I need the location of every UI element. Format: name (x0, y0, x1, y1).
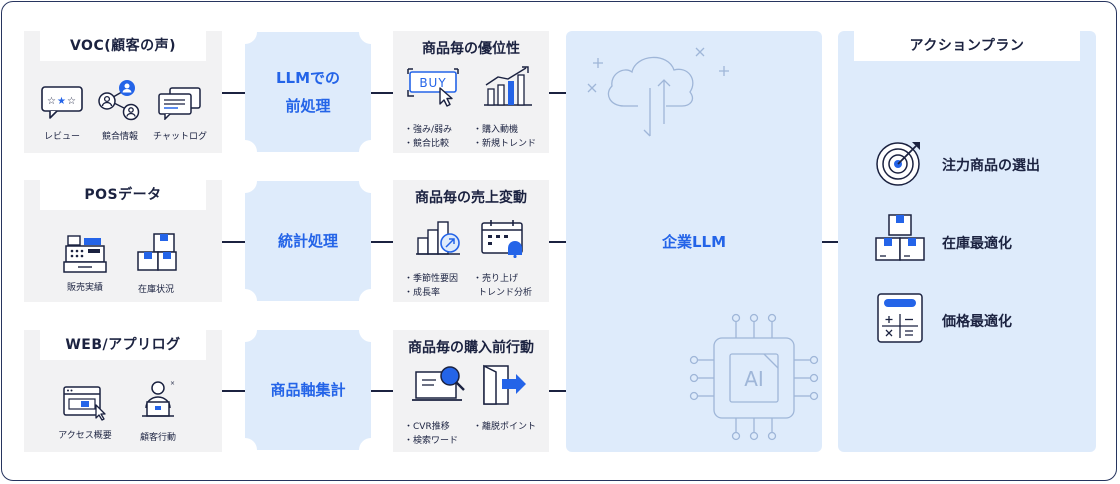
badge-shape (245, 330, 371, 450)
sales-note-right-2: トレンド分析 (478, 288, 533, 298)
inventory-boxes-icon (137, 233, 177, 271)
calendar-alert-icon (481, 220, 523, 258)
chat-log-icon (158, 87, 201, 120)
source-label-sales: 販売実績 (66, 283, 103, 293)
svg-text:☆: ☆ (67, 96, 76, 107)
svg-text:☆: ☆ (47, 96, 56, 107)
voc-title: VOC(顧客の声) (40, 31, 206, 61)
llm-preprocess-line2: 前処理 (285, 97, 331, 115)
customer-laptop-icon: × (142, 380, 175, 417)
ai-chip-icon: AI (689, 313, 819, 441)
axis-label: 商品軸集計 (270, 381, 346, 399)
sales-note-right-1: ・売り上げ (473, 274, 519, 284)
behavior-title: 商品毎の購入前行動 (408, 340, 534, 356)
cash-register-icon (63, 235, 107, 273)
advantage-note-right-2: ・新規トレンド (473, 139, 537, 149)
sales-note-left-2: ・成長率 (404, 288, 441, 298)
advantage-note-right-1: ・購入動機 (473, 125, 519, 135)
badge-shape (245, 181, 371, 301)
advantage-note-left-1: ・強み/弱み (404, 125, 453, 135)
svg-text:AI: AI (744, 367, 764, 391)
sales-title: 商品毎の売上変動 (415, 190, 527, 206)
behavior-note-left-2: ・検索ワード (404, 436, 459, 446)
stats-label: 統計処理 (277, 232, 338, 250)
inventory-boxes-icon (875, 214, 925, 261)
target-icon (876, 142, 920, 186)
connector-behavior-llm (549, 390, 571, 392)
badge-shape (245, 32, 371, 152)
behavior-note-left-1: ・CVR推移 (404, 422, 450, 432)
growth-bar-chart-icon (484, 66, 532, 106)
behavior-note-right-1: ・離脱ポイント (473, 422, 537, 432)
browser-click-icon (63, 386, 106, 421)
calculator-icon (877, 293, 923, 343)
pos-title: POSデータ (40, 180, 206, 210)
buy-button-icon: BUY (407, 68, 459, 107)
source-label-stock: 在庫状況 (137, 285, 174, 295)
connector-axis-behavior (371, 390, 393, 392)
action-item-stock: 在庫最適化 (942, 236, 1012, 252)
action-plan-title: アクションプラン (854, 31, 1080, 61)
sales-note-left-1: ・季節性要因 (404, 274, 459, 284)
laptop-search-icon (412, 366, 465, 401)
action-item-focus: 注力商品の選出 (942, 158, 1040, 174)
sales-growth-icon (416, 221, 460, 255)
axis-badge: 商品軸集計 (245, 330, 371, 450)
advantage-note-left-2: ・競合比較 (404, 139, 450, 149)
connector-llm-advantage (371, 92, 393, 94)
source-label-competitor: 競合情報 (101, 132, 138, 142)
exit-door-icon (483, 364, 526, 405)
llm-preprocess-line1: LLMでの (275, 69, 341, 87)
svg-text:×: × (170, 380, 175, 387)
web-title: WEB/アプリログ (40, 330, 206, 360)
svg-text:BUY: BUY (419, 76, 446, 90)
review-bubble-icon: ☆ ★ ☆ (41, 86, 83, 119)
stats-badge: 統計処理 (245, 181, 371, 301)
advantage-title: 商品毎の優位性 (422, 41, 520, 57)
connector-web-axis (222, 390, 245, 392)
source-label-chat: チャットログ (153, 132, 207, 142)
llm-preprocess-badge: LLMでの 前処理 (245, 32, 371, 152)
cloud-sync-icon (587, 47, 729, 137)
source-label-review: レビュー (43, 132, 80, 142)
svg-text:★: ★ (57, 96, 66, 107)
network-users-icon (98, 80, 140, 121)
connector-stats-sales (371, 241, 393, 243)
source-label-behavior: 顧客行動 (139, 433, 176, 443)
action-item-price: 価格最適化 (942, 314, 1012, 330)
connector-pos-stats (222, 241, 245, 243)
connector-sales-llm (549, 241, 571, 243)
connector-voc-llm (222, 92, 245, 94)
source-label-access: アクセス概要 (58, 431, 112, 441)
enterprise-llm-label: 企業LLM (661, 233, 727, 251)
connector-advantage-llm (549, 92, 571, 94)
